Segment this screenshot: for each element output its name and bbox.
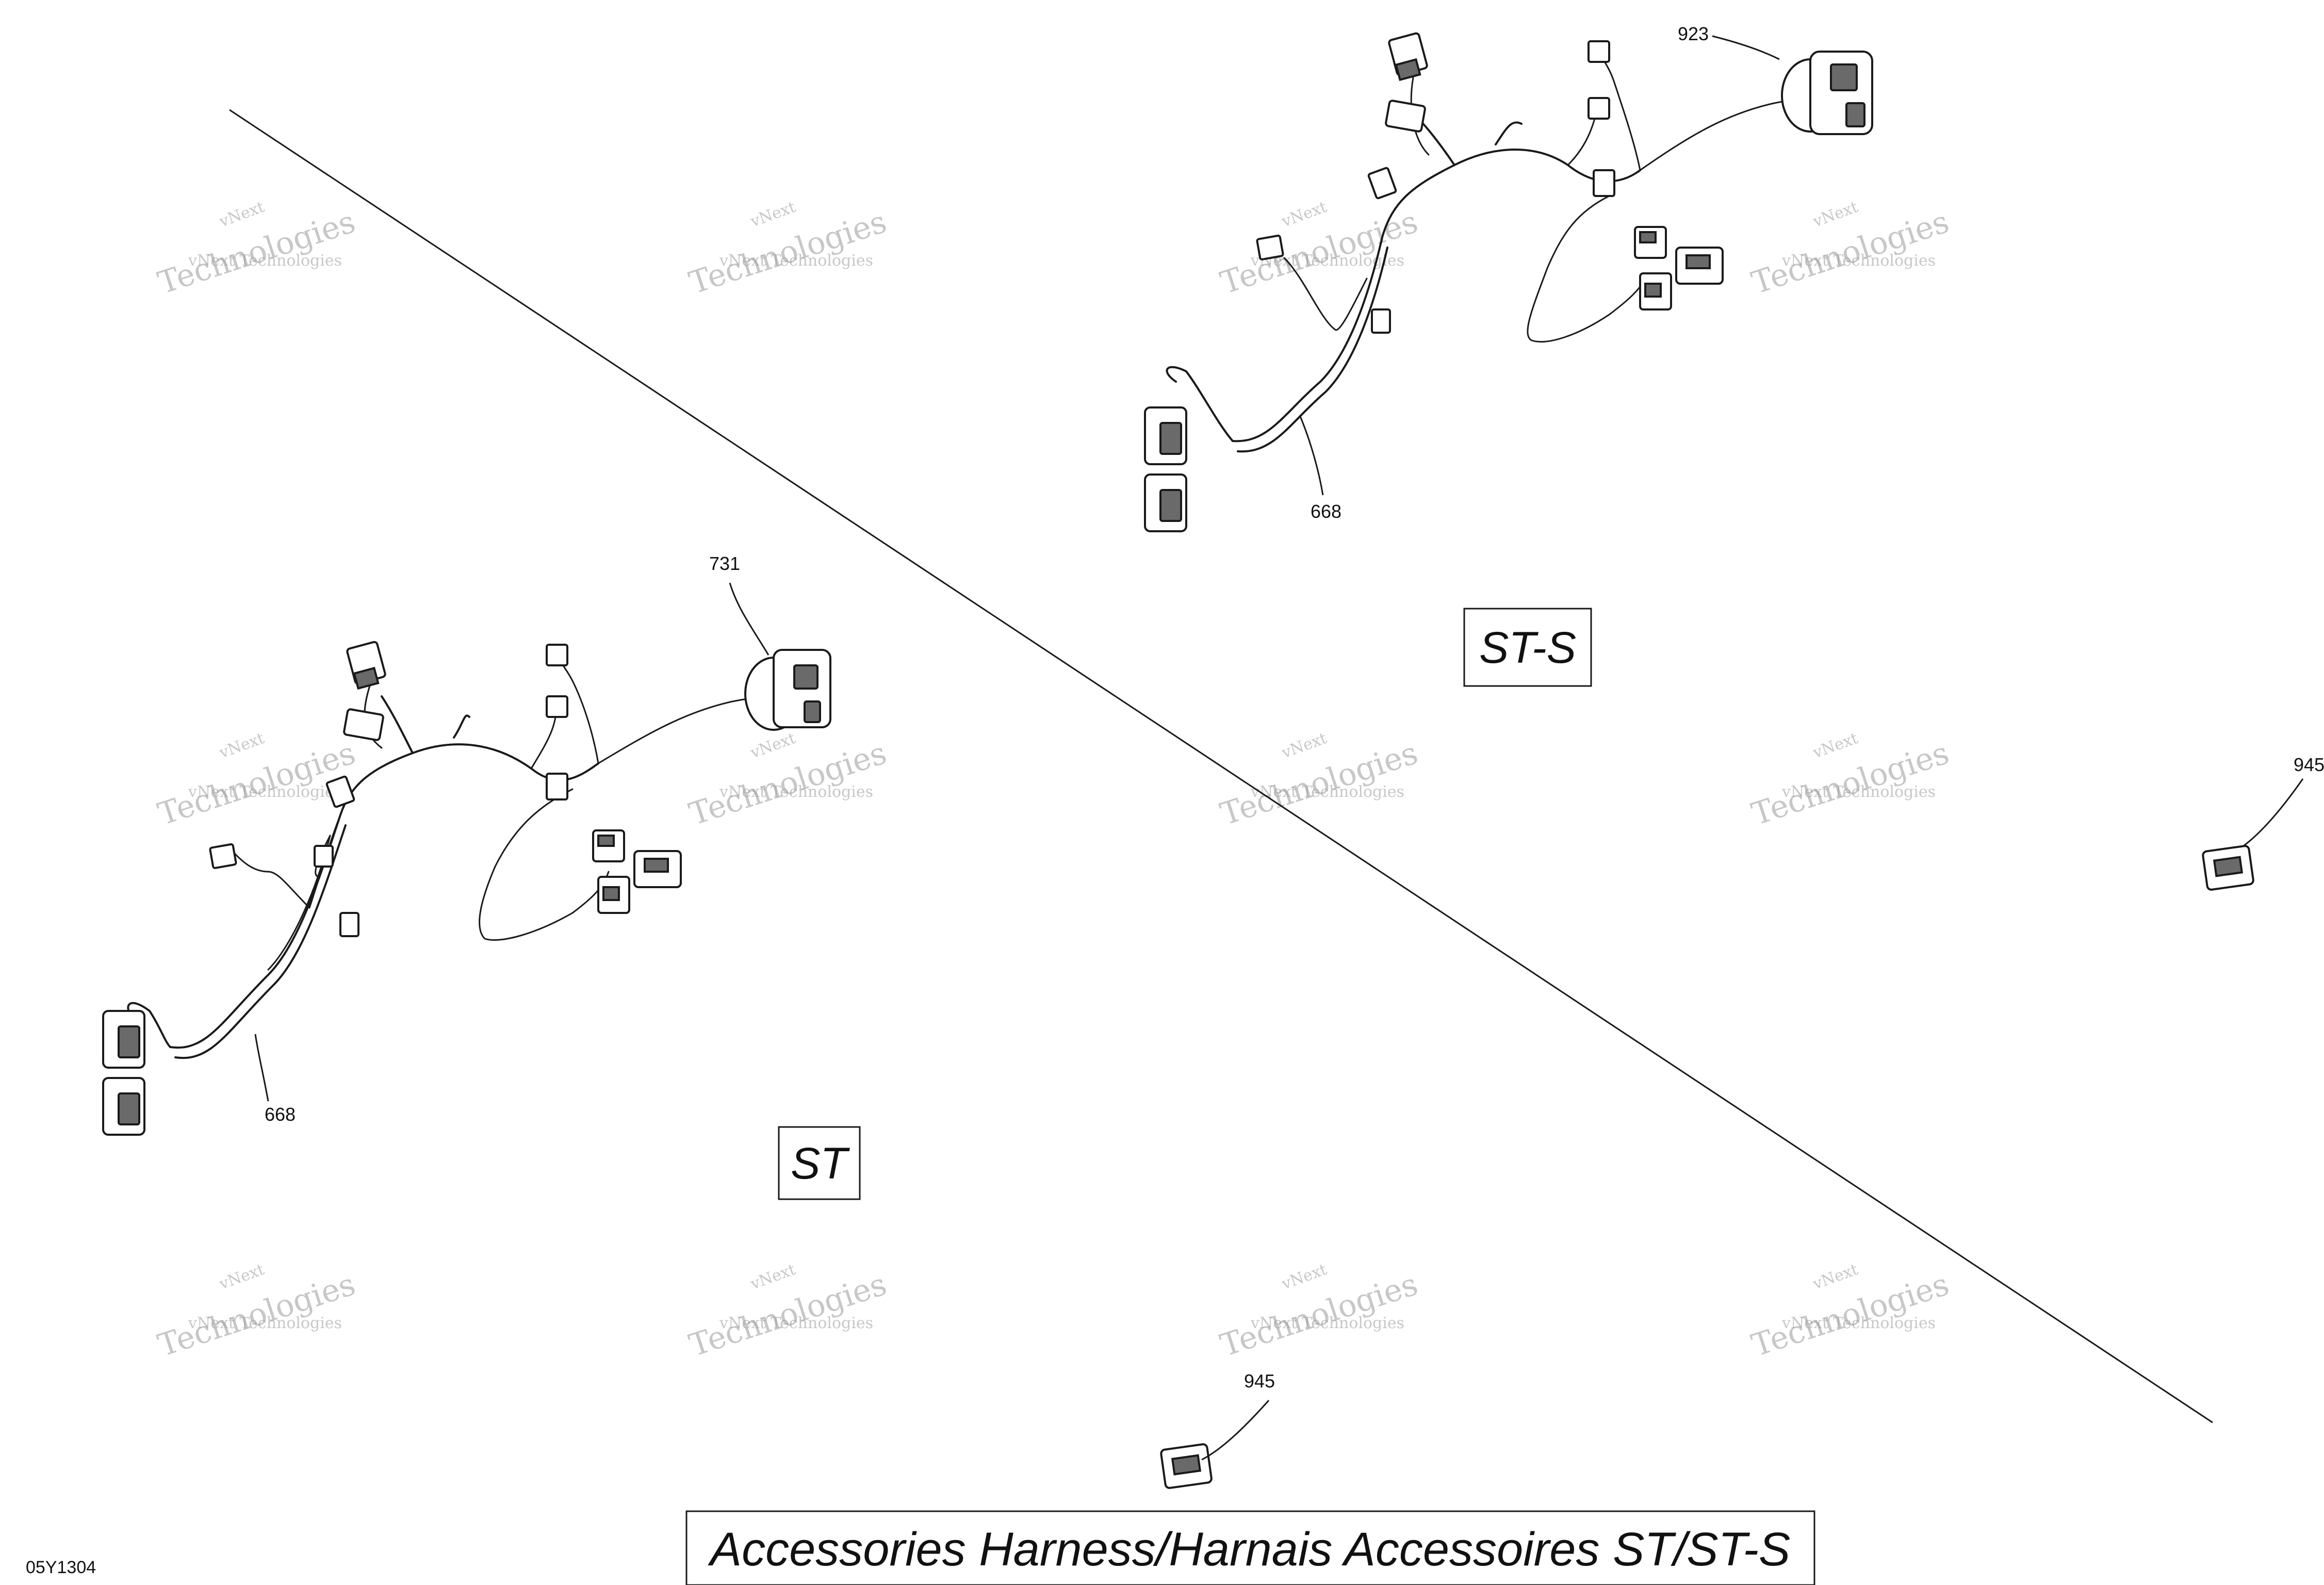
watermark-line: vNext Technologies [1250, 1314, 1404, 1332]
watermark-brand: vNext [217, 1261, 267, 1294]
connector-945 [1160, 1443, 1213, 1489]
harness-st-s [1144, 32, 1873, 532]
watermark-brand: vNext [1810, 729, 1860, 762]
connector [1171, 1454, 1202, 1476]
title-block: Accessories Harness/Harnais Accessoires … [685, 1510, 1815, 1585]
connector-945 [2202, 845, 2254, 891]
handlebar-switch [804, 700, 821, 723]
connector [546, 773, 568, 800]
watermark-line: vNext Technologies [1781, 252, 1936, 270]
watermark-line: vNext Technologies [1250, 783, 1404, 801]
connector [343, 708, 384, 741]
watermark-brand: vNext [217, 729, 267, 762]
connector [325, 775, 355, 808]
watermark-brand: vNext [1279, 1261, 1329, 1294]
connector [1159, 422, 1182, 455]
connector [602, 886, 620, 901]
connector [118, 1092, 140, 1125]
watermark-brand: vNext [1810, 1261, 1860, 1294]
watermark-line: vNext Technologies [188, 783, 342, 801]
watermark-line: vNext Technologies [1781, 783, 1936, 801]
watermark-brand: vNext [217, 198, 267, 231]
callout-number: 923 [1678, 23, 1709, 44]
connector [2213, 856, 2244, 877]
watermark-line: vNext Technologies [719, 783, 873, 801]
connector [597, 835, 615, 847]
variant-label-st: ST [778, 1126, 861, 1200]
watermark: vNext vNext Technologies Technologies [685, 198, 891, 301]
connector [1395, 58, 1421, 81]
connector [118, 1025, 140, 1058]
connector [1685, 254, 1711, 269]
watermark-line: vNext Technologies [719, 252, 873, 270]
watermark-line: vNext Technologies [1781, 1314, 1936, 1332]
watermark: vNext vNext Technologies Technologies [1747, 729, 1953, 832]
connector [1644, 283, 1662, 298]
drawing-code: 05Y1304 [26, 1558, 96, 1577]
connector [1159, 489, 1182, 522]
callout-number: 945 [2294, 754, 2324, 775]
watermark: vNext vNext Technologies Technologies [1216, 729, 1422, 832]
callout-number: 668 [1311, 501, 1341, 522]
watermark: vNext vNext Technologies Technologies [685, 729, 891, 832]
divider-line [229, 109, 2213, 1424]
watermark: vNext vNext Technologies Technologies [154, 729, 359, 832]
watermark: vNext vNext Technologies Technologies [1747, 1261, 1953, 1364]
callout-number: 731 [709, 553, 740, 574]
watermark-line: vNext Technologies [188, 1314, 342, 1332]
connector [1367, 167, 1397, 200]
watermark: vNext vNext Technologies Technologies [154, 1261, 359, 1364]
watermark-line: vNext Technologies [719, 1314, 873, 1332]
connector [546, 695, 568, 718]
page-title: Accessories Harness/Harnais Accessoires … [708, 1523, 1791, 1576]
watermark-brand: vNext [748, 198, 798, 231]
watermark: vNext vNext Technologies Technologies [685, 1261, 891, 1364]
connector [1587, 40, 1610, 63]
watermark: vNext vNext Technologies Technologies [1747, 198, 1953, 301]
connector [644, 858, 669, 873]
watermark-brand: vNext [1279, 729, 1329, 762]
variant-text: ST-S [1479, 623, 1576, 673]
leader-lines [254, 35, 2304, 1461]
handlebar-switch [1830, 63, 1858, 91]
connector [1587, 97, 1610, 120]
connector [1256, 234, 1284, 260]
watermark: vNext vNext Technologies Technologies [1216, 1261, 1422, 1364]
connector [1371, 308, 1391, 334]
connector [209, 843, 237, 869]
watermark-brand: vNext [1279, 198, 1329, 231]
watermark-brand: vNext [748, 729, 798, 762]
watermark: vNext vNext Technologies Technologies [154, 198, 359, 301]
connector [546, 644, 568, 666]
handlebar-switch [1845, 102, 1865, 127]
watermark-brand: vNext [748, 1261, 798, 1294]
connector [339, 912, 359, 937]
variant-label-st-s: ST-S [1463, 608, 1592, 687]
connector [314, 845, 334, 868]
watermark-layer: vNext vNext Technologies Technologies vN… [154, 198, 1953, 1364]
callout-number: 945 [1244, 1370, 1275, 1392]
connector [1639, 231, 1657, 243]
harness-st [102, 641, 831, 1136]
handlebar-switch [793, 664, 819, 690]
watermark-brand: vNext [1810, 198, 1860, 231]
connector [353, 666, 380, 690]
connector [1593, 169, 1615, 197]
connector [1385, 100, 1426, 133]
variant-text: ST [791, 1139, 850, 1188]
callout-number: 668 [265, 1104, 296, 1125]
watermark-line: vNext Technologies [188, 252, 342, 270]
